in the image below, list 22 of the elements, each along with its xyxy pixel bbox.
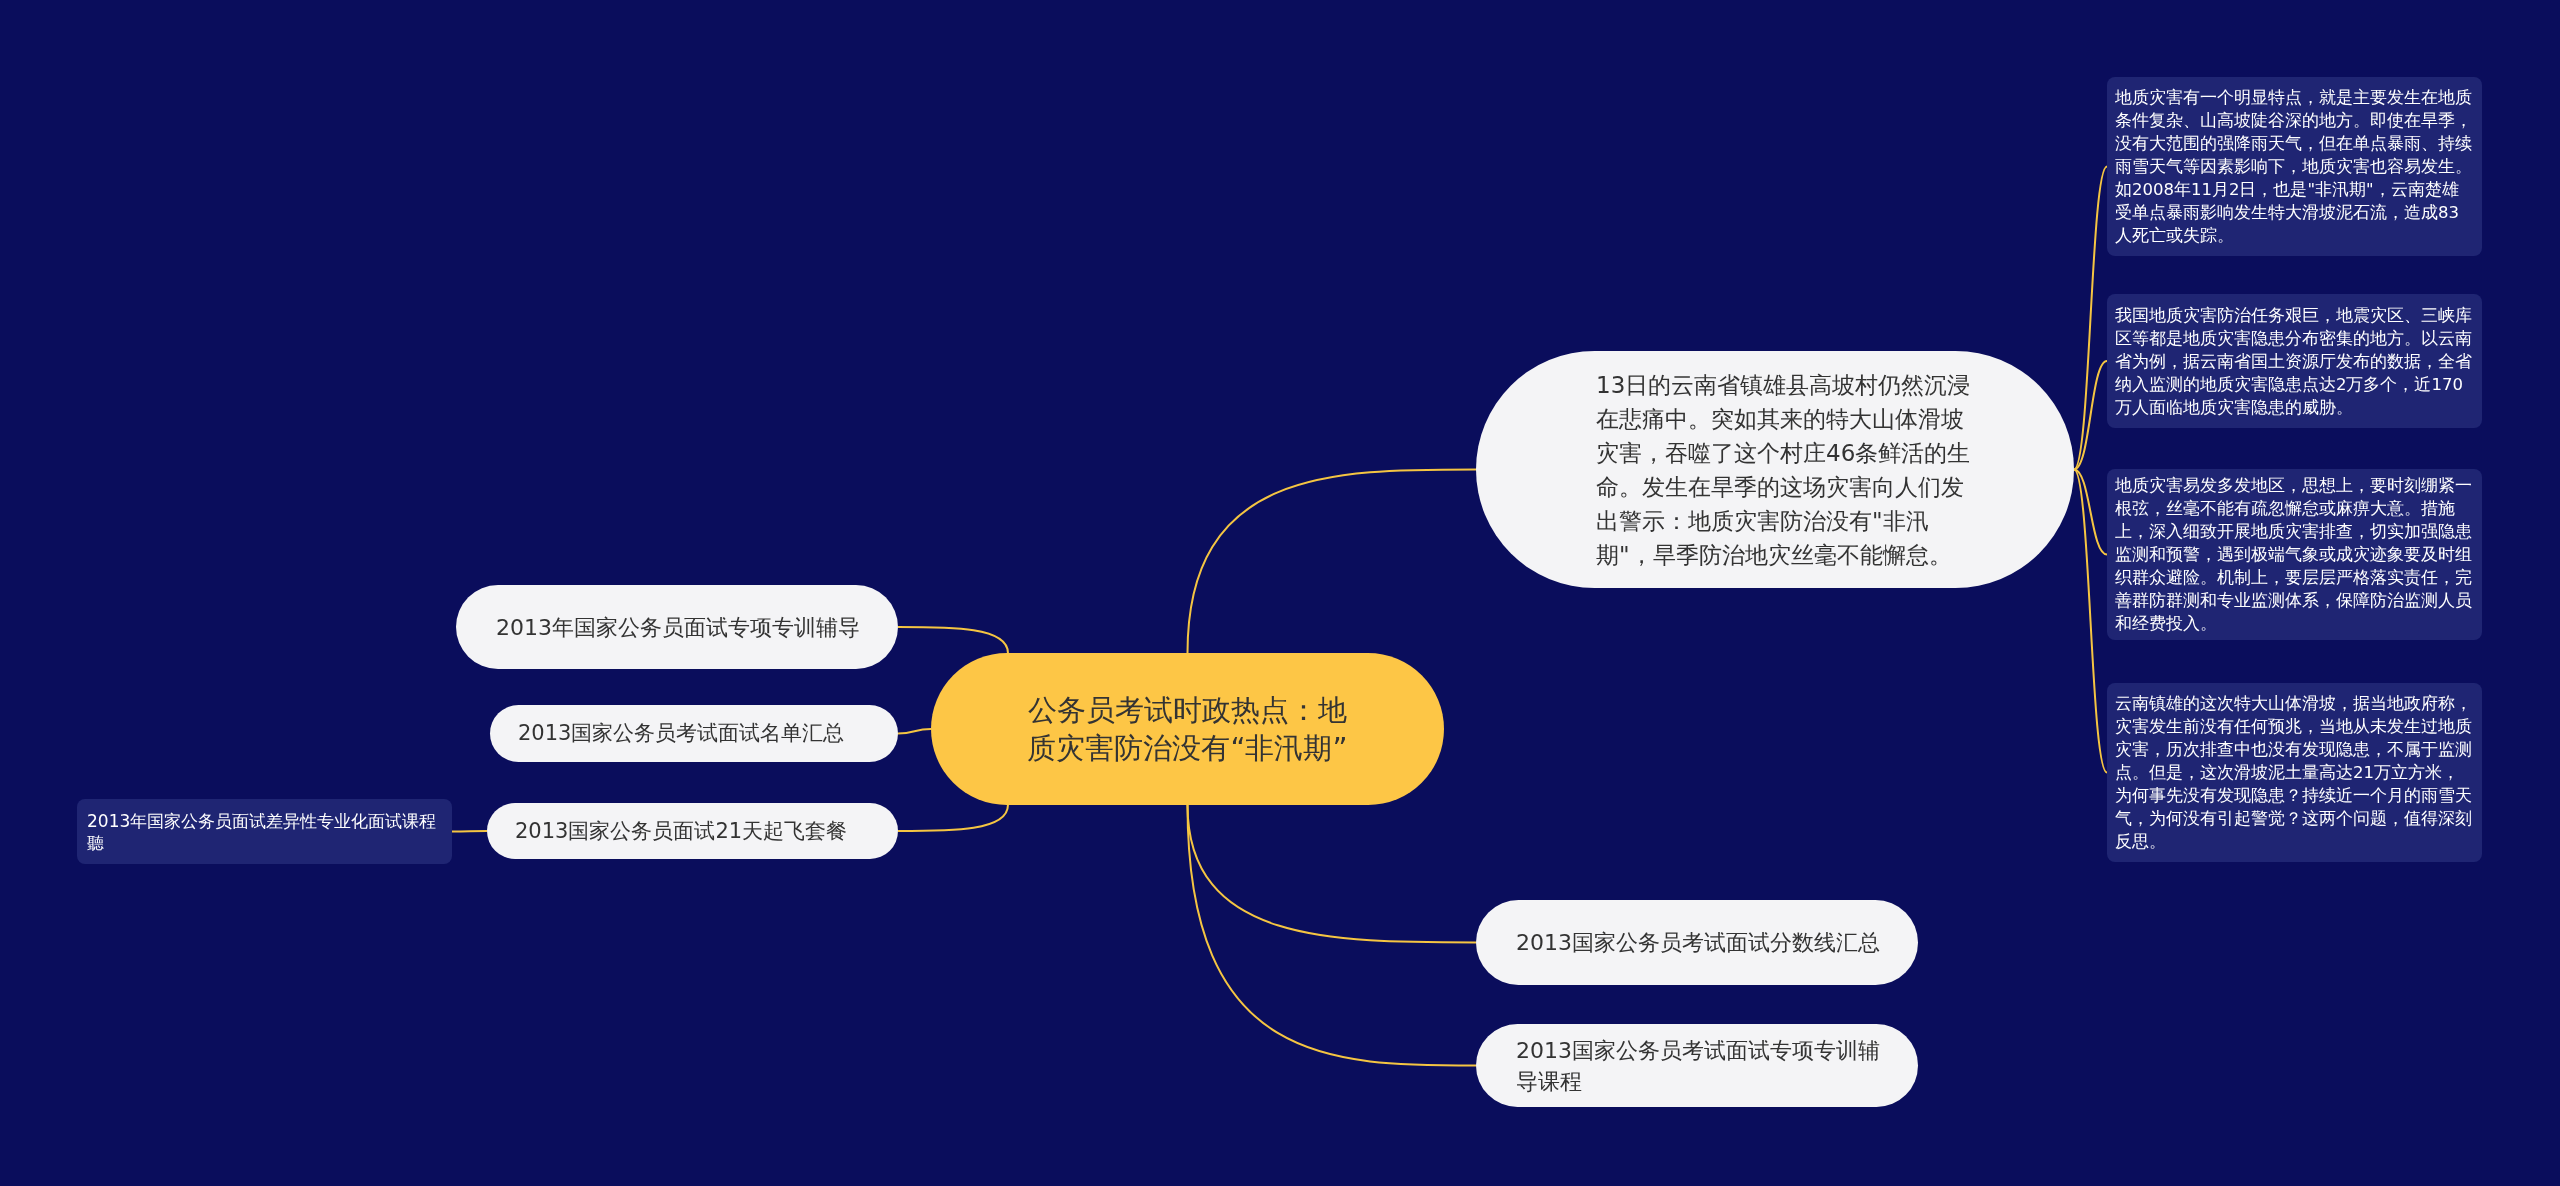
topic-box: 2013国家公务员考试面试专项专训辅导课程: [1476, 1024, 1918, 1107]
connector-line: [2073, 468, 2108, 556]
connector-line: [897, 626, 1009, 654]
topic-box: 2013国家公务员考试面试名单汇总: [490, 705, 898, 762]
central-topic-box: 公务员考试时政热点：地质灾害防治没有“非汛期”: [931, 653, 1444, 805]
connector-line: [897, 728, 932, 735]
connector-line: [897, 804, 1009, 832]
note-box: 我国地质灾害防治任务艰巨，地震灾区、三峡库区等都是地质灾害隐患分布密集的地方。以云南省为例，据云南省国土资源厅发布的数据，全省纳入监测的地质灾害隐患点达2万多个，近170万人面临地质灾害隐患的威胁。: [2107, 294, 2482, 428]
connector-line: [1186, 468, 1477, 654]
topic-box: 2013年国家公务员面试专项专训辅导: [456, 585, 898, 669]
connector-line: [1186, 804, 1477, 1067]
connector-line: [2073, 165, 2108, 471]
note-box: 地质灾害易发多发地区，思想上，要时刻绷紧一根弦，丝毫不能有疏忽懈怠或麻痹大意。措施上，深入细致开展地质灾害排查，切实加强隐患监测和预警，遇到极端气象或成灾迹象要及时组织群众避险。机制上，要层层严格落实责任，完善群防群测和专业监测体系，保障防治监测人员和经费投入。: [2107, 469, 2482, 640]
note-box: 云南镇雄的这次特大山体滑坡，据当地政府称，灾害发生前没有任何预兆，当地从未发生过地质灾害，历次排查中也没有发现隐患，不属于监测点。但是，这次滑坡泥土量高达21万立方米，为何事先没有发现隐患？持续近一个月的雨雪天气，为何没有引起警觉？这两个问题，值得深刻反思。: [2107, 683, 2482, 862]
note-box: 地质灾害有一个明显特点，就是主要发生在地质条件复杂、山高坡陡谷深的地方。即使在旱季，没有大范围的强降雨天气，但在单点暴雨、持续雨雪天气等因素影响下，地质灾害也容易发生。如2008年11月2日，也是"非汛期"，云南楚雄受单点暴雨影响发生特大滑坡泥石流，造成83人死亡或失踪。: [2107, 77, 2482, 256]
topic-box: 2013国家公务员面试21天起飞套餐: [487, 803, 898, 859]
topic-box: 13日的云南省镇雄县高坡村仍然沉浸在悲痛中。突如其来的特大山体滑坡灾害，吞噬了这个村庄46条鲜活的生命。发生在旱季的这场灾害向人们发出警示：地质灾害防治没有"非汛期"，旱季防治地灾丝毫不能懈怠。: [1476, 351, 2074, 588]
subtopic-box: 2013年国家公务员面试差异性专业化面试课程聽: [77, 799, 452, 864]
connector-line: [451, 830, 488, 833]
topic-box: 2013国家公务员考试面试分数线汇总: [1476, 900, 1918, 985]
connector-line: [2073, 360, 2108, 471]
connector-line: [2073, 468, 2108, 774]
